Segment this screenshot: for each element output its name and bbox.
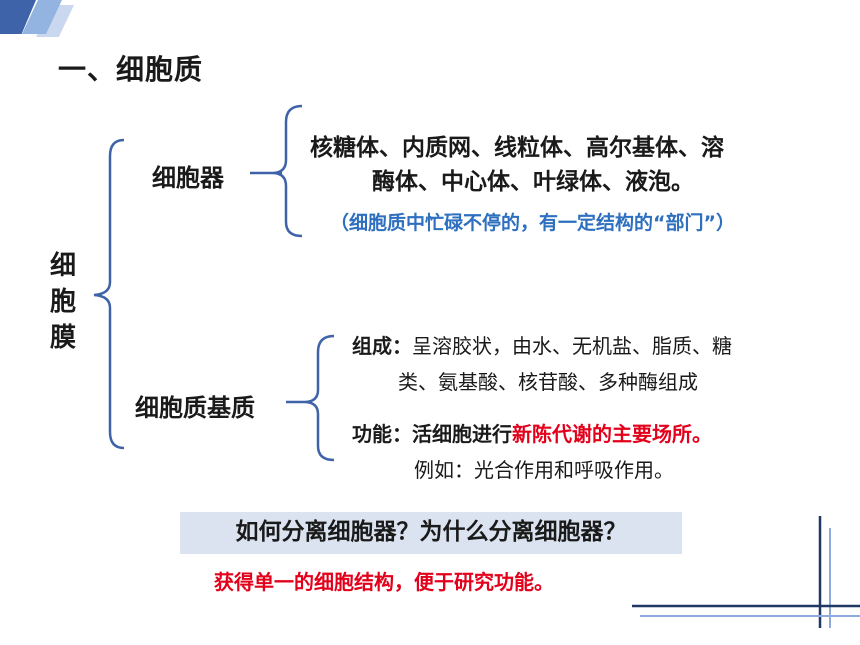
composition-key: 组成： — [352, 334, 412, 358]
function-highlight: 新陈代谢的主要场所。 — [512, 422, 712, 446]
function-line: 功能：活细胞进行新陈代谢的主要场所。 — [352, 418, 712, 447]
side-label-char-1: 细 — [49, 251, 76, 281]
organelle-list-line-2: 酶体、中心体、叶绿体、液泡。 — [372, 169, 694, 195]
organelle-label: 细胞器 — [152, 164, 224, 192]
question-box — [180, 512, 682, 554]
main-bracket — [93, 138, 125, 450]
side-label: 细 胞 膜 — [48, 248, 78, 356]
organelle-list-line-1: 核糖体、内质网、线粒体、高尔基体、溶 — [310, 135, 724, 161]
organelle-note: （细胞质中忙碌不停的，有一定结构的“部门”） — [330, 212, 735, 234]
composition-line-2: 类、氨基酸、核苷酸、多种酶组成 — [398, 370, 698, 394]
question-text: 如何分离细胞器？为什么分离细胞器？ — [235, 519, 627, 545]
slide-title: 一、细胞质 — [58, 53, 204, 86]
composition-line-1: 组成：呈溶胶状，由水、无机盐、脂质、糖 — [352, 330, 732, 359]
composition-text-1: 呈溶胶状，由水、无机盐、脂质、糖 — [412, 334, 732, 358]
organelle-bracket — [273, 104, 303, 238]
side-label-char-3: 膜 — [49, 323, 76, 353]
answer-text: 获得单一的细胞结构，便于研究功能。 — [214, 570, 554, 594]
function-key: 功能：活细胞进行 — [352, 422, 512, 446]
example-line: 例如：光合作用和呼吸作用。 — [414, 458, 674, 482]
side-label-char-2: 胞 — [49, 287, 76, 317]
matrix-label: 细胞质基质 — [135, 394, 255, 422]
matrix-bracket — [305, 334, 335, 462]
